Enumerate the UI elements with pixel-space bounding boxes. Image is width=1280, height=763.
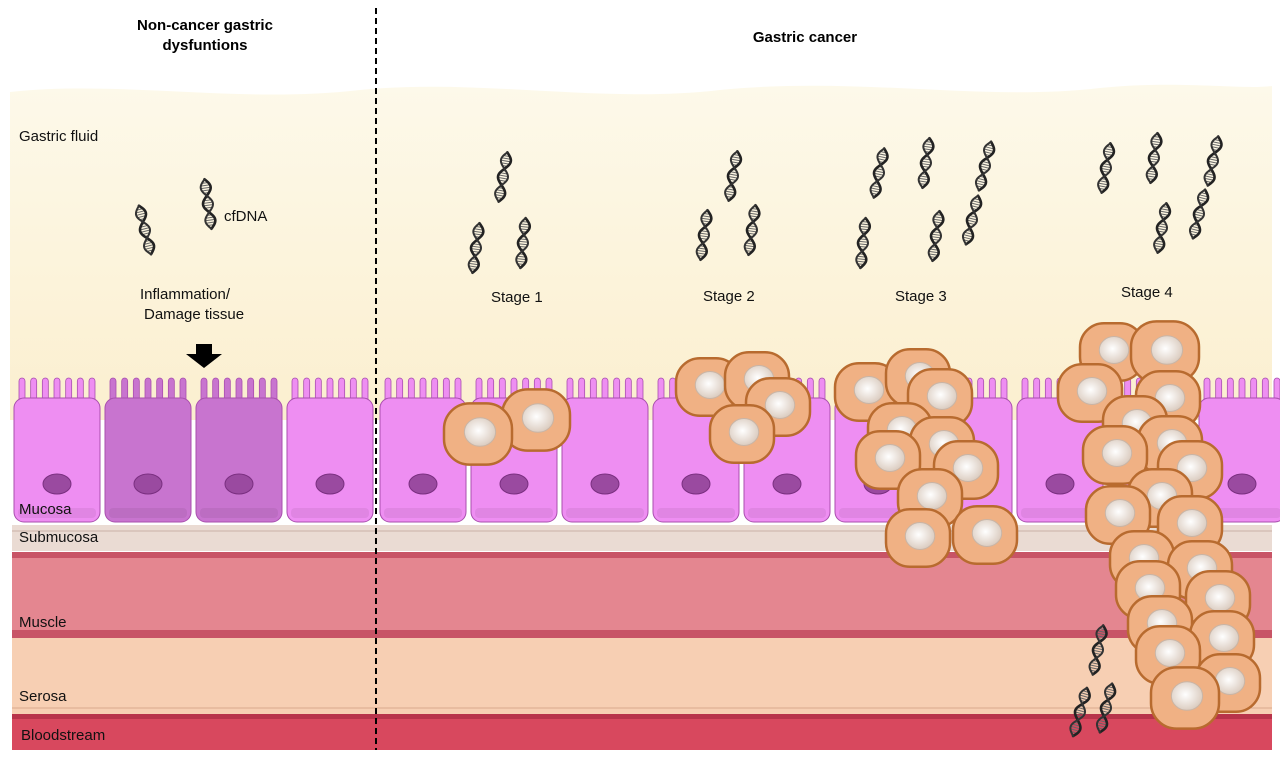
cell-nucleus (681, 473, 711, 495)
cfdna-icon (743, 203, 761, 257)
cell-nucleus (772, 473, 802, 495)
serosa-layer (12, 638, 1272, 714)
cell-nucleus (315, 473, 345, 495)
tumor-cell (500, 388, 572, 452)
cfdna-icon (855, 216, 872, 270)
submucosa-label: Submucosa (19, 529, 99, 546)
cfdna-icon (199, 177, 217, 231)
cfdna-icon (974, 140, 996, 192)
cell-nucleus (1227, 473, 1257, 495)
cfdna-icon (869, 147, 889, 199)
muscle-label: Muscle (19, 614, 67, 631)
epithelial-cell (561, 377, 649, 523)
bloodstream-label: Bloodstream (21, 727, 106, 744)
cfdna-icon (1203, 135, 1223, 187)
cell-nucleus (499, 473, 529, 495)
cfdna-icon (467, 221, 485, 275)
tumor-cell (951, 504, 1019, 566)
bloodstream-layer (12, 714, 1272, 750)
cfdna-icon (515, 216, 532, 270)
cfdna-icon (1097, 142, 1116, 194)
epithelial-cell (104, 377, 192, 523)
muscle-layer (12, 552, 1272, 638)
down-arrow-icon (186, 344, 222, 368)
tumor-cell (884, 507, 952, 569)
cfdna-label: cfDNA (224, 208, 268, 225)
serosa-label: Serosa (19, 688, 67, 705)
cfdna-icon (961, 194, 983, 246)
stage-2-label: Stage 2 (703, 288, 755, 305)
gastric-fluid-label: Gastric fluid (19, 128, 99, 145)
cfdna-strands (134, 131, 1223, 738)
stage-1-label: Stage 1 (491, 289, 543, 306)
cfdna-icon (695, 208, 713, 262)
cfdna-icon (494, 151, 513, 203)
cfdna-icon (917, 136, 935, 190)
cell-nucleus (224, 473, 254, 495)
non-cancer-header: Non-cancer gastric dysfuntions (137, 17, 273, 54)
cfdna-icon (724, 150, 743, 202)
tumor-cells (442, 320, 1262, 730)
epithelial-cell (286, 377, 374, 523)
cfdna-icon (134, 204, 156, 256)
cell-nucleus (133, 473, 163, 495)
cfdna-icon (1153, 202, 1172, 254)
cfdna-icon (1188, 188, 1210, 240)
tissue-layers (12, 525, 1272, 750)
submucosa-layer (12, 525, 1272, 551)
epithelial-cell (13, 377, 101, 523)
gastric-cancer-header: Gastric cancer (752, 29, 858, 46)
cfdna-icon (1145, 131, 1163, 185)
cfdna-icon (1088, 624, 1108, 676)
tumor-cell (1156, 494, 1224, 556)
cfdna-icon (1069, 686, 1091, 738)
inflammation-label-line1: Inflammation/ (140, 286, 231, 303)
cell-nucleus (1045, 473, 1075, 495)
tumor-cell (708, 403, 776, 465)
stage-4-label: Stage 4 (1121, 284, 1173, 301)
epithelial-cell (195, 377, 283, 523)
tumor-cell (854, 429, 922, 491)
cell-nucleus (408, 473, 438, 495)
stage-3-label: Stage 3 (895, 288, 947, 305)
cell-nucleus (42, 473, 72, 495)
tumor-cell (442, 402, 514, 466)
tumor-cell (1084, 484, 1152, 546)
mucosa-label: Mucosa (19, 501, 72, 518)
gastric-fluid-region (10, 84, 1272, 421)
tumor-cell (1081, 424, 1149, 486)
tumor-cell (1149, 666, 1221, 730)
cfdna-icon (1095, 682, 1117, 734)
cfdna-icon (927, 209, 945, 263)
cell-nucleus (590, 473, 620, 495)
inflammation-label-line2: Damage tissue (144, 306, 245, 323)
